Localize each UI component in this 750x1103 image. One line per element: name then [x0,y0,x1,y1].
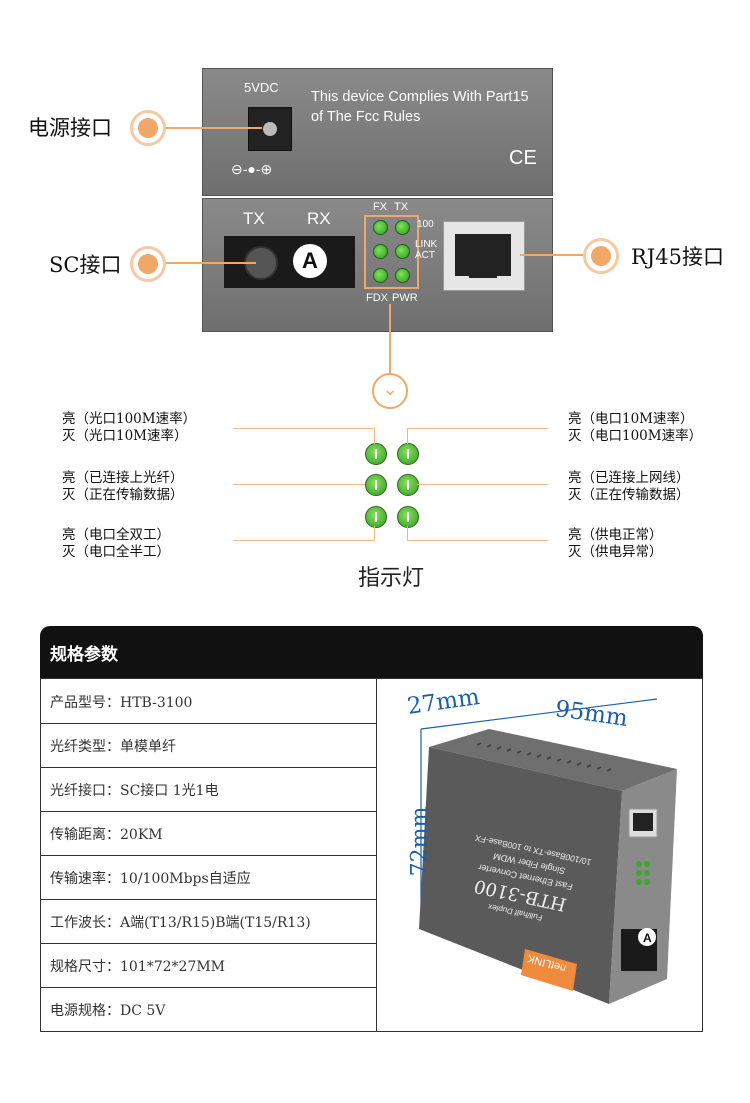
indicator-right-1: 亮（电口10M速率）灭（电口100M速率） [568,411,703,444]
indicator-led-4 [397,474,419,496]
power-callout-line [166,127,262,129]
spec-row: 电源规格：DC 5V [50,1003,166,1019]
sc-callout-marker [130,246,166,282]
led-label-link: LINK [415,239,438,250]
indicator-left-3: 亮（电口全双工）灭（电口全半工） [62,527,170,560]
indicator-led-1 [365,443,387,465]
indicator-left-2: 亮（已连接上光纤）灭（正在传输数据） [62,470,184,503]
indicator-line-right-1 [407,428,548,429]
indicator-line-right-2 [417,484,548,485]
indicator-title: 指示灯 [358,566,425,591]
tx-label: TX [243,209,265,228]
indicator-right-3: 亮（供电正常）灭（供电异常） [568,527,663,560]
svg-text:A: A [643,931,652,945]
spec-row: 产品型号：HTB-3100 [41,679,376,724]
indicator-line-left-3 [233,540,375,541]
spec-row: 传输速率：10/100Mbps自适应 [41,855,376,900]
power-callout-label: 电源接口 [28,116,112,140]
side-badge: A [293,244,327,278]
compliance-line-2: of The Fcc Rules [311,109,421,125]
polarity-symbol: ⊖-●-⊕ [231,161,273,177]
power-callout-marker [130,110,166,146]
spec-row: 光纤接口：SC接口 1光1电 [41,767,376,812]
spec-row: 工作波长：A端(T13/R15)B端(T15/R13) [41,899,376,944]
indicator-line-right-3 [407,540,548,541]
indicator-connector [389,304,391,374]
power-panel: 5VDC ⊖-●-⊕ This device Complies With Par… [202,68,553,196]
led-label-pwr: PWR [392,292,418,304]
indicator-led-6 [397,506,419,528]
indicator-right-2: 亮（已连接上网线）灭（正在传输数据） [568,470,690,503]
dc-jack [248,107,292,151]
rx-label: RX [307,209,331,228]
spec-title: 规格参数 [50,645,118,665]
spec-table: 产品型号：HTB-3100 光纤类型：单模单纤 光纤接口：SC接口 1光1电 传… [40,678,703,1032]
indicator-led-5 [365,506,387,528]
spec-row: 传输距离：20KM [41,811,376,856]
rj45-callout-line [520,254,586,256]
power-label: 5VDC [244,80,279,95]
sc-port: A [224,236,355,288]
indicator-left-1: 亮（光口100M速率）灭（光口10M速率） [62,411,197,444]
spec-header: 规格参数 [40,626,703,678]
front-panel: TX RX A FX TX 100 LINK ACT FDX PWR [202,198,553,332]
sc-callout-label: SC接口 [49,253,122,277]
sc-callout-line [166,262,256,264]
rj45-callout-marker [583,238,619,274]
compliance-line-1: This device Complies With Part15 [311,89,529,105]
indicator-led-2 [397,443,419,465]
led-label-100: 100 [417,219,434,230]
rj45-callout-label: RJ45接口 [631,245,724,269]
spec-row: 光纤类型：单模单纤 [41,723,376,768]
led-label-act: ACT [415,250,435,261]
led-label-fdx: FDX [366,292,388,304]
led-label-fx: FX [373,201,388,213]
rj45-port [443,221,525,291]
product-drawing: A [419,698,677,1004]
ce-mark: CE [509,147,537,169]
indicator-line-left-2 [233,484,365,485]
product-image: A 27mm 95mm 72mm Full/half Duplex HTB-31… [377,679,702,1031]
spec-row: 规格尺寸：101*72*27MM [41,943,376,988]
led-label-tx: TX [394,201,409,213]
chevron-down-icon: ⌄ [372,373,408,409]
indicator-led-3 [365,474,387,496]
dim-width: 72mm [407,806,433,877]
led-cluster [364,215,419,289]
indicator-line-left-1 [233,428,375,429]
